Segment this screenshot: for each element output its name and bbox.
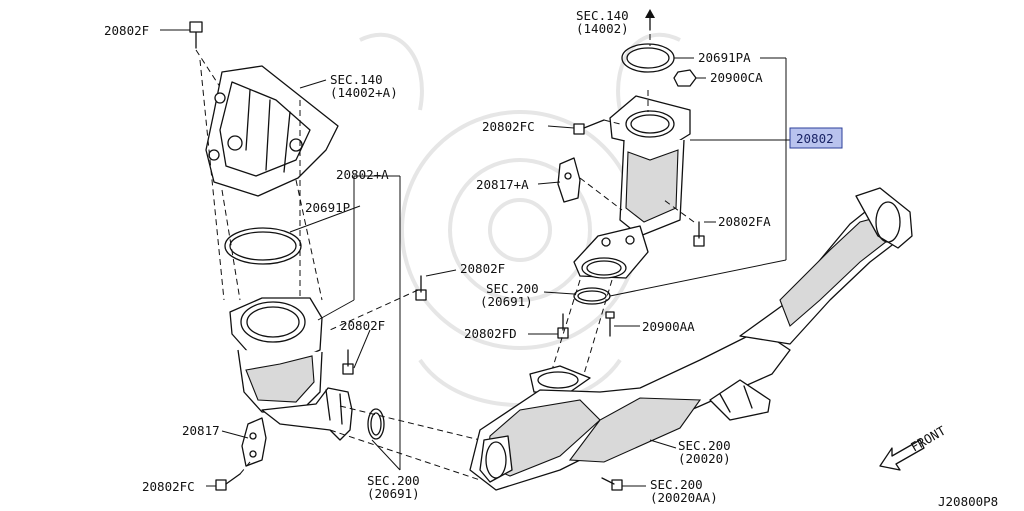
label-20802[interactable]: 20802	[796, 131, 834, 146]
label-20817: 20817	[182, 423, 220, 438]
label-20900CA: 20900CA	[710, 70, 763, 85]
gasket-20691-mid	[573, 287, 611, 305]
label-20817A: 20817+A	[476, 177, 529, 192]
label-sec200-b-1: SEC.200	[367, 473, 420, 488]
front-arrow-icon	[879, 439, 925, 471]
label-sec140-top-1: SEC.140	[576, 8, 629, 23]
gasket-20691PA	[621, 43, 675, 73]
label-20802A: 20802+A	[336, 167, 389, 182]
label-sec200-b-2: (20691)	[367, 486, 420, 501]
gasket-20691-bottom	[367, 408, 385, 440]
label-sec200-r-1: SEC.200	[678, 438, 731, 453]
label-20802F-top: 20802F	[104, 23, 149, 38]
stud-20900AA	[605, 311, 615, 337]
label-20691P: 20691P	[305, 200, 350, 215]
nut-20900CA	[673, 69, 697, 87]
arrow-up-icon	[645, 9, 655, 31]
catalytic-converter-left	[229, 297, 353, 441]
label-20691PA: 20691PA	[698, 50, 751, 65]
bolt-20802F-mid	[415, 275, 427, 301]
label-20802F-low: 20802F	[340, 318, 385, 333]
exhaust-manifold-left	[205, 65, 339, 197]
part-20802-highlight[interactable]	[789, 127, 843, 149]
bolt-20802FD	[557, 313, 569, 339]
label-sec200-m-1: SEC.200	[486, 281, 539, 296]
label-sec200-r-2: (20020)	[678, 451, 731, 466]
bolt-20802F-top	[189, 21, 203, 49]
label-sec200-br-1: SEC.200	[650, 477, 703, 492]
label-sec140-left-1: SEC.140	[330, 72, 383, 87]
gasket-20691P	[224, 227, 302, 265]
bolt-20802F-low	[342, 349, 354, 375]
label-20802FA: 20802FA	[718, 214, 771, 229]
bolt-20802FC-mid	[573, 119, 605, 135]
bolt-20802FC-bottom	[215, 473, 241, 491]
bracket-20817	[241, 417, 267, 467]
lower-exhaust-pipe	[469, 187, 913, 491]
label-sec200-br-2: (20020AA)	[650, 490, 718, 505]
label-sec140-top-2: (14002)	[576, 21, 629, 36]
label-20900AA: 20900AA	[642, 319, 695, 334]
label-front: FRONT	[908, 423, 948, 455]
diagram-code: J20800P8	[938, 494, 998, 509]
label-20802F-mid: 20802F	[460, 261, 505, 276]
label-20802FC-bottom: 20802FC	[142, 479, 195, 494]
label-20802FD: 20802FD	[464, 326, 517, 341]
label-sec200-m-2: (20691)	[480, 294, 533, 309]
label-sec140-left-2: (14002+A)	[330, 85, 398, 100]
bolt-20802FA	[693, 221, 705, 247]
bracket-20817A	[557, 157, 581, 203]
front-tube-20802	[573, 95, 691, 279]
label-20802FC-mid: 20802FC	[482, 119, 535, 134]
bolt-20020AA	[601, 477, 623, 491]
